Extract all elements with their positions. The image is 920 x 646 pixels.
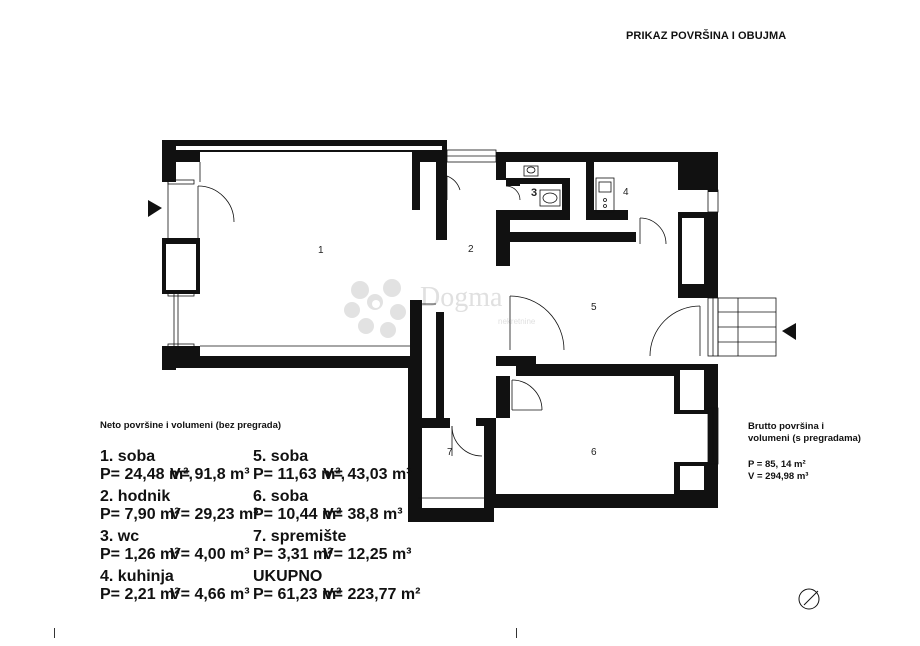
thin-lines <box>167 149 777 499</box>
gross-volume: V = 294,98 m³ <box>748 471 809 482</box>
legend-entry-volume: V= 91,8 m³ <box>170 466 250 483</box>
legend-entry-area: P= 3,31 m² <box>253 546 333 563</box>
watermark-logo: Dogma nekretnine <box>344 279 536 338</box>
legend-entry-volume: V= 4,66 m³ <box>170 586 250 603</box>
legend-entry-area: P= 1,26 m² <box>100 546 180 563</box>
legend-entry-area: P= 7,90 m² <box>100 506 180 523</box>
legend-entry-area: P= 61,23 m² <box>253 586 342 603</box>
net-areas-legend: Neto površine i volumeni (bez pregrada) <box>100 420 420 446</box>
crop-mark-center <box>516 628 517 638</box>
drawing-title: PRIKAZ POVRŠINA I OBUJMA <box>626 30 787 42</box>
legend-entry-name: 2. hodnik <box>100 488 171 505</box>
legend-entry-name: UKUPNO <box>253 568 323 585</box>
north-arrow-icon <box>798 588 820 610</box>
legend-entry-volume: V= 38,8 m³ <box>323 506 403 523</box>
legend-entry-3: 3. wc P= 1,26 m²V= 4,00 m³ <box>100 528 250 564</box>
room-label-1: 1 <box>318 245 324 256</box>
legend-entry-name: 5. soba <box>253 448 309 465</box>
legend-entry-total: UKUPNO P= 61,23 m²V= 223,77 m² <box>253 568 423 604</box>
entry-arrow-right <box>782 323 796 340</box>
legend-entry-6: 6. soba P= 10,44 m²V= 38,8 m³ <box>253 488 423 524</box>
legend-entry-volume: V= 43,03 m³ <box>323 466 412 483</box>
legend-entry-area: P= 24,48 m², <box>100 466 193 483</box>
legend-entry-7: 7. spremište P= 3,31 m²V= 12,25 m³ <box>253 528 423 564</box>
room-label-5: 5 <box>591 302 597 313</box>
gross-heading-line1: Brutto površina i <box>748 421 825 432</box>
legend-entry-4: 4. kuhinja P= 2,21 m²V= 4,66 m³ <box>100 568 250 604</box>
legend-entry-area: P= 11,63 m², <box>253 466 346 483</box>
legend-entry-5: 5. soba P= 11,63 m²,V= 43,03 m³ <box>253 448 423 484</box>
net-legend-heading: Neto površine i volumeni (bez pregrada) <box>100 420 282 431</box>
legend-entry-name: 4. kuhinja <box>100 568 174 585</box>
entry-arrow-left <box>148 200 162 217</box>
wall-infill <box>166 146 704 490</box>
room-label-2: 2 <box>468 244 474 255</box>
watermark-sub: nekretnine <box>498 317 536 326</box>
gross-heading-line2: volumeni (s pregradama) <box>748 433 861 444</box>
crop-mark-left <box>54 628 55 638</box>
legend-entry-volume: V= 223,77 m² <box>323 586 421 603</box>
legend-entry-volume: V= 4,00 m³ <box>170 546 250 563</box>
room-label-3: 3 <box>531 187 537 199</box>
gross-areas-summary: Brutto površina i volumeni (s pregradama… <box>748 421 898 483</box>
legend-entry-volume: V= 12,25 m³ <box>323 546 412 563</box>
gross-area: P = 85, 14 m² <box>748 459 806 470</box>
watermark-brand: Dogma <box>420 282 503 313</box>
room-label-4: 4 <box>623 187 629 198</box>
legend-entry-area: P= 2,21 m² <box>100 586 180 603</box>
legend-entry-name: 6. soba <box>253 488 309 505</box>
legend-entry-name: 1. soba <box>100 448 156 465</box>
room-label-6: 6 <box>591 447 597 458</box>
legend-entry-name: 7. spremište <box>253 528 347 545</box>
legend-entry-volume: V= 29,23 m³ <box>170 506 259 523</box>
legend-entry-name: 3. wc <box>100 528 140 545</box>
legend-entry-2: 2. hodnik P= 7,90 m²V= 29,23 m³ <box>100 488 259 524</box>
room-label-7: 7 <box>447 447 453 458</box>
legend-entry-area: P= 10,44 m² <box>253 506 342 523</box>
legend-entry-1: 1. soba P= 24,48 m²,V= 91,8 m³ <box>100 448 250 484</box>
